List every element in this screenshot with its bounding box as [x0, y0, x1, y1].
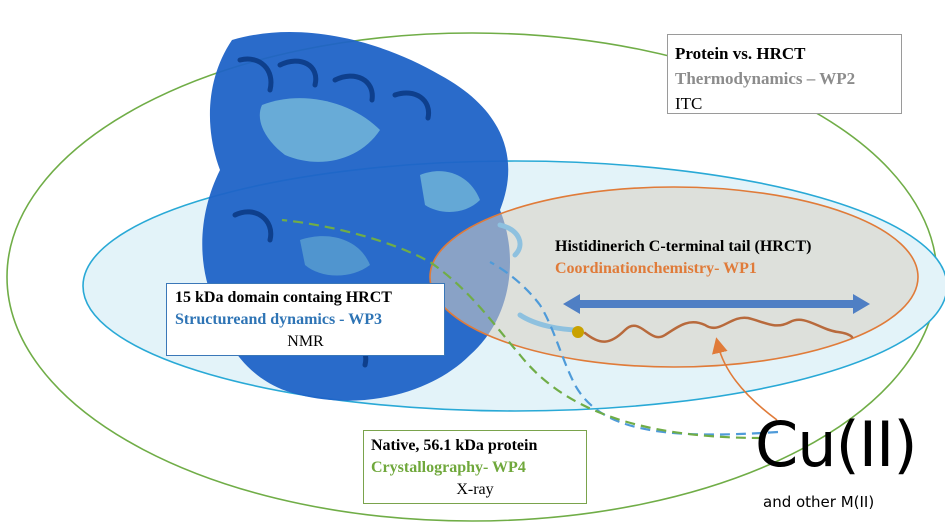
metal-to-tail-arrow	[712, 337, 778, 421]
wp2-box: Protein vs. HRCT Thermodynamics – WP2 IT…	[667, 34, 902, 114]
inner-ellipse	[429, 186, 919, 368]
hrct-tail	[583, 316, 854, 343]
wp1-subtitle: Coordinationchemistry- WP1	[555, 260, 757, 277]
wp3-box: 15 kDa domain containg HRCT Structureand…	[166, 283, 445, 356]
wp3-subtitle: Structureand dynamics - WP3	[175, 311, 382, 328]
wp4-box: Native, 56.1 kDa protein Crystallography…	[363, 430, 587, 504]
wp4-title: Native, 56.1 kDa protein	[371, 437, 538, 454]
metal-sublabel: and other M(II)	[763, 493, 875, 511]
wp3-title: 15 kDa domain containg HRCT	[175, 289, 392, 306]
wp1-title: Histidinerich C-terminal tail (HRCT)	[555, 238, 812, 255]
wp2-title: Protein vs. HRCT	[675, 44, 806, 63]
double-arrow	[563, 294, 870, 314]
wp2-method: ITC	[675, 94, 703, 113]
dashed-blue-curve	[489, 261, 779, 436]
wp4-method: X-ray	[456, 481, 494, 498]
wp4-subtitle: Crystallography- WP4	[371, 459, 526, 476]
dashed-green-curve	[281, 218, 763, 440]
metal-label: Cu(II)	[755, 408, 918, 481]
tail-anchor	[572, 326, 584, 338]
wp1-label-group: Histidinerich C-terminal tail (HRCT) Coo…	[555, 236, 895, 286]
wp2-subtitle: Thermodynamics – WP2	[675, 69, 856, 88]
wp3-method: NMR	[287, 333, 324, 350]
